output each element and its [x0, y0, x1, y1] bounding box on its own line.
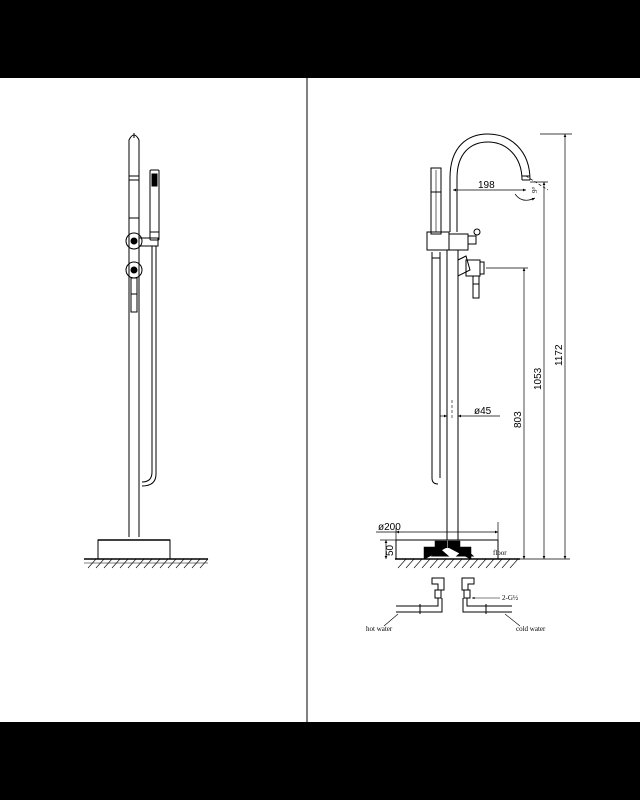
- dim-spout-height: 1053: [533, 367, 544, 390]
- label-fitting: 2-G½: [502, 594, 518, 602]
- label-floor: floor: [493, 549, 507, 557]
- dim-total-height: 1172: [554, 344, 565, 366]
- front-floor: [395, 558, 520, 569]
- side-view: [84, 133, 209, 569]
- side-spout-tube: [128, 133, 140, 537]
- dim-spout-reach: 198: [478, 180, 495, 191]
- side-floor: [84, 558, 209, 569]
- technical-drawing-sheet: 198 9° 1172 1053 803 ø45 ø200 50 floor 2…: [0, 78, 640, 722]
- side-base-plate: [97, 539, 171, 560]
- bottom-black-band: [0, 722, 640, 800]
- side-handshower: [138, 169, 160, 247]
- top-black-band: [0, 0, 640, 78]
- label-hot-water: hot water: [366, 625, 393, 633]
- dim-angle-mark: 9°: [531, 187, 539, 194]
- front-hose: [431, 252, 441, 485]
- dim-base-diameter: ø200: [378, 522, 401, 533]
- side-valve-bodies: [125, 232, 143, 313]
- dim-handle-height: 803: [513, 411, 524, 428]
- dim-pipe-diameter: ø45: [474, 406, 492, 417]
- side-hose: [141, 246, 157, 487]
- drawing-canvas: 198 9° 1172 1053 803 ø45 ø200 50 floor 2…: [84, 78, 572, 722]
- inlet-connections: [383, 577, 521, 627]
- front-view: [376, 133, 572, 627]
- front-handshower: [430, 167, 442, 235]
- front-mixer-valve: [457, 255, 485, 299]
- dimension-lines: [376, 133, 572, 560]
- dim-base-height: 50: [385, 544, 396, 556]
- front-gooseneck-spout: [449, 133, 531, 232]
- front-diverter-body: [426, 228, 481, 251]
- label-cold-water: cold water: [516, 625, 546, 633]
- front-main-tube: [446, 250, 459, 540]
